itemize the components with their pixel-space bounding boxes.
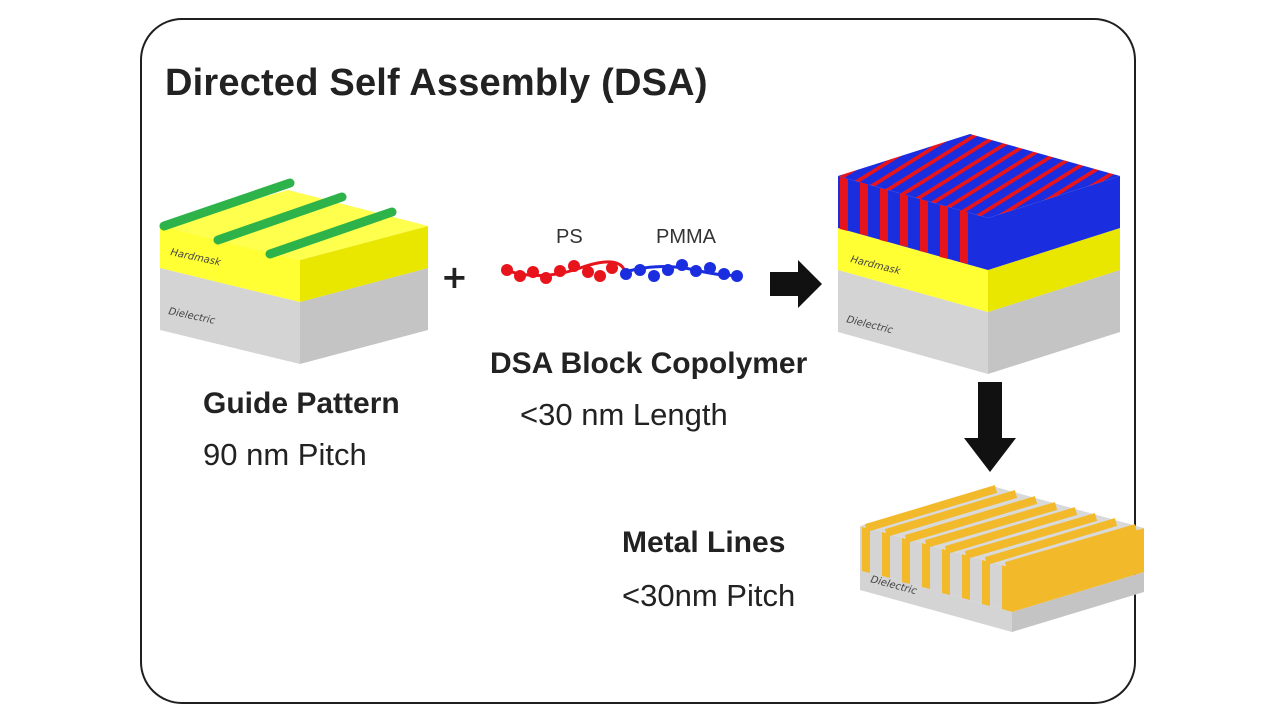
guide-pattern-block: Hardmask Dielectric (159, 178, 428, 364)
front-red-stripes (840, 177, 968, 264)
metal-lines-pitch: <30nm Pitch (622, 578, 796, 613)
copolymer-length: <30 nm Length (520, 397, 728, 432)
copolymer-chain (501, 259, 743, 284)
metal-lines-block: Dielectric (860, 485, 1144, 632)
metal-top-stripes (864, 485, 1138, 570)
down-arrow-icon (964, 382, 1016, 472)
guide-lines (159, 178, 397, 259)
diagram-frame (140, 18, 1136, 704)
guide-pattern-pitch: 90 nm Pitch (203, 437, 367, 472)
copolymer-label: DSA Block Copolymer (490, 347, 808, 380)
right-arrow-icon (770, 260, 822, 308)
metal-front-stripes (862, 527, 1012, 612)
pmma-label: PMMA (656, 226, 716, 248)
pmma-beads (620, 259, 743, 282)
ps-label: PS (556, 226, 583, 248)
diagram-title: Directed Self Assembly (DSA) (165, 62, 708, 104)
ps-beads (501, 260, 618, 284)
metal-lines-label: Metal Lines (622, 526, 786, 559)
assembled-block: Hardmask Dielectric (838, 134, 1120, 374)
guide-pattern-label: Guide Pattern (203, 387, 400, 420)
plus-sign: + (441, 258, 468, 296)
